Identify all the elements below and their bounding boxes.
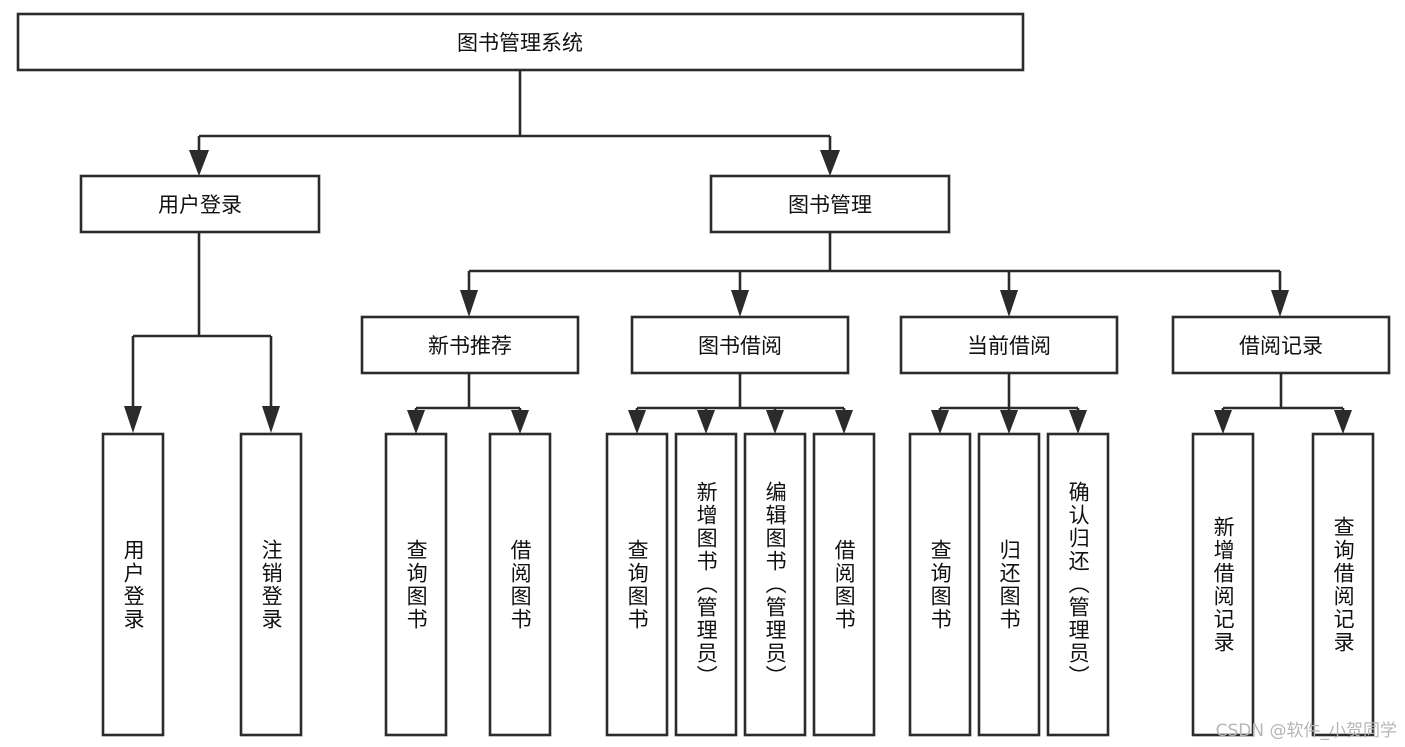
leaf-group-user-login bbox=[101, 432, 303, 737]
node-user-login[interactable]: 用户登录 bbox=[79, 174, 321, 234]
node-user-login-label: 用户登录 bbox=[158, 193, 242, 217]
node-current-borrow-label: 当前借阅 bbox=[967, 334, 1051, 358]
node-new-book-label: 新书推荐 bbox=[428, 334, 512, 358]
leaf-box-book-borrow-1[interactable] bbox=[674, 432, 738, 737]
node-borrow-record-box[interactable] bbox=[1171, 315, 1391, 375]
leaf-group-borrow-record bbox=[1191, 432, 1375, 737]
leaf-box-book-borrow-0[interactable] bbox=[605, 432, 669, 737]
connector-group-user-login bbox=[124, 232, 280, 433]
node-book-manage-label: 图书管理 bbox=[788, 193, 872, 217]
connector-group-borrow-record bbox=[1214, 373, 1352, 434]
node-borrow-record-label: 借阅记录 bbox=[1239, 334, 1323, 358]
connector-group-root bbox=[189, 70, 840, 176]
arrow-head-icon bbox=[628, 410, 646, 434]
node-book-borrow[interactable]: 图书借阅 bbox=[630, 315, 850, 375]
node-root-label: 图书管理系统 bbox=[457, 31, 583, 55]
arrow-head-icon bbox=[511, 410, 529, 434]
node-new-book[interactable]: 新书推荐 bbox=[360, 315, 580, 375]
connector-group-current-borrow bbox=[931, 373, 1087, 434]
leaf-box-book-borrow-2[interactable] bbox=[743, 432, 807, 737]
arrow-head-icon bbox=[262, 406, 280, 433]
node-current-borrow[interactable]: 当前借阅 bbox=[899, 315, 1119, 375]
node-book-borrow-label: 图书借阅 bbox=[698, 334, 782, 358]
arrow-head-icon bbox=[1214, 410, 1232, 434]
leaf-box-current-borrow-2[interactable] bbox=[1046, 432, 1110, 737]
arrow-head-icon bbox=[931, 410, 949, 434]
node-book-borrow-box[interactable] bbox=[630, 315, 850, 375]
node-current-borrow-box[interactable] bbox=[899, 315, 1119, 375]
leaf-box-borrow-record-1[interactable] bbox=[1311, 432, 1375, 737]
arrow-head-icon bbox=[407, 410, 425, 434]
node-new-book-box[interactable] bbox=[360, 315, 580, 375]
node-root[interactable]: 图书管理系统 bbox=[16, 12, 1025, 72]
arrow-head-icon bbox=[1000, 410, 1018, 434]
leaf-box-new-book-1[interactable] bbox=[488, 432, 552, 737]
leaf-box-book-borrow-3[interactable] bbox=[812, 432, 876, 737]
leaf-group-new-book bbox=[384, 432, 552, 737]
arrow-head-icon bbox=[766, 410, 784, 434]
leaf-box-user-login-1[interactable] bbox=[239, 432, 303, 737]
arrow-head-icon bbox=[697, 410, 715, 434]
leaf-box-new-book-0[interactable] bbox=[384, 432, 448, 737]
arrow-head-icon bbox=[835, 410, 853, 434]
leaf-box-current-borrow-1[interactable] bbox=[977, 432, 1041, 737]
leaf-box-user-login-0[interactable] bbox=[101, 432, 165, 737]
connector-group-new-book bbox=[407, 373, 529, 434]
node-root-box[interactable] bbox=[16, 12, 1025, 72]
node-book-manage[interactable]: 图书管理 bbox=[709, 174, 951, 234]
node-user-login-box[interactable] bbox=[79, 174, 321, 234]
leaf-group-book-borrow bbox=[605, 432, 876, 737]
arrow-head-icon bbox=[189, 150, 209, 176]
leaf-box-borrow-record-0[interactable] bbox=[1191, 432, 1255, 737]
arrow-head-icon bbox=[731, 290, 749, 317]
node-book-manage-box[interactable] bbox=[709, 174, 951, 234]
node-borrow-record[interactable]: 借阅记录 bbox=[1171, 315, 1391, 375]
connector-group-book-manage bbox=[460, 232, 1289, 317]
arrow-head-icon bbox=[1069, 410, 1087, 434]
arrow-head-icon bbox=[1000, 290, 1018, 317]
arrow-head-icon bbox=[1334, 410, 1352, 434]
arrow-head-icon bbox=[124, 406, 142, 433]
leaf-box-current-borrow-0[interactable] bbox=[908, 432, 972, 737]
leaf-group-current-borrow bbox=[908, 432, 1110, 737]
arrow-head-icon bbox=[460, 290, 478, 317]
arrow-head-icon bbox=[1271, 290, 1289, 317]
connector-group-book-borrow bbox=[628, 373, 853, 434]
arrow-head-icon bbox=[820, 150, 840, 176]
